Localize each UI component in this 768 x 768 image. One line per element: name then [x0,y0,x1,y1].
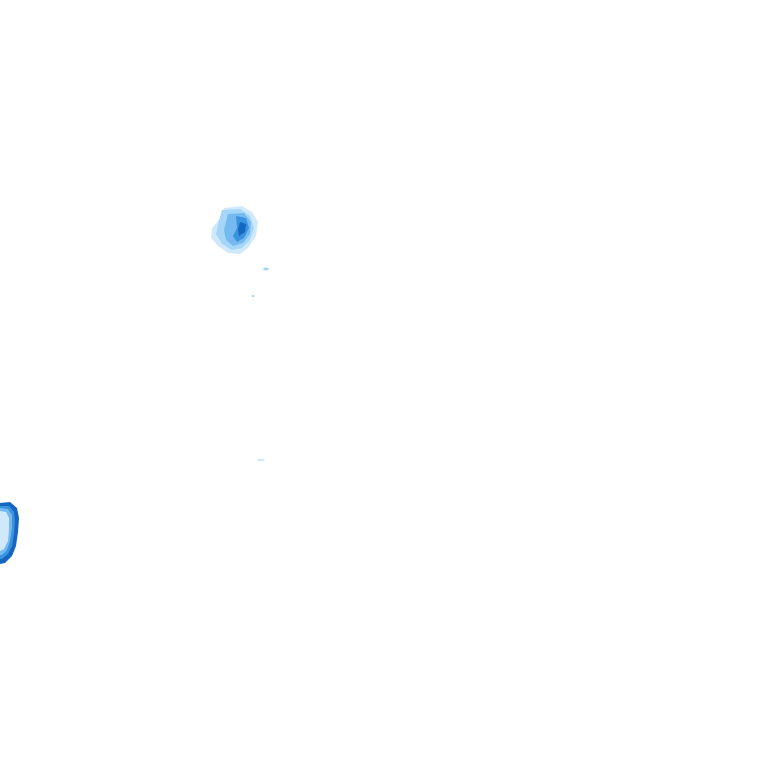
echo-cluster-upper [211,206,258,254]
echo-light-edge [0,511,9,551]
echo-heavy [238,222,246,236]
echo-speckle-1 [263,267,269,271]
echo-speckle-2 [251,295,255,297]
echo-speckle-3 [257,458,265,462]
echo-cluster-left-edge [0,502,19,564]
